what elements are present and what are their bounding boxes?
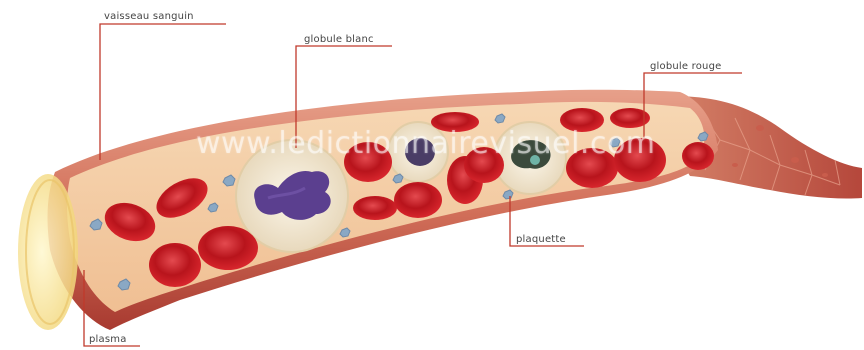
label-plaquette: plaquette <box>516 234 566 245</box>
red-blood-cell <box>149 243 201 287</box>
red-blood-cell <box>394 182 442 218</box>
red-blood-cell <box>198 226 258 270</box>
red-blood-cell <box>353 196 397 220</box>
label-plasma: plasma <box>89 334 127 345</box>
label-vaisseau-sanguin: vaisseau sanguin <box>104 11 194 22</box>
label-globule-blanc: globule blanc <box>304 34 374 45</box>
red-blood-cell <box>682 142 714 170</box>
label-globule-rouge: globule rouge <box>650 61 722 72</box>
watermark: www.ledictionnairevisuel.com <box>196 126 656 161</box>
